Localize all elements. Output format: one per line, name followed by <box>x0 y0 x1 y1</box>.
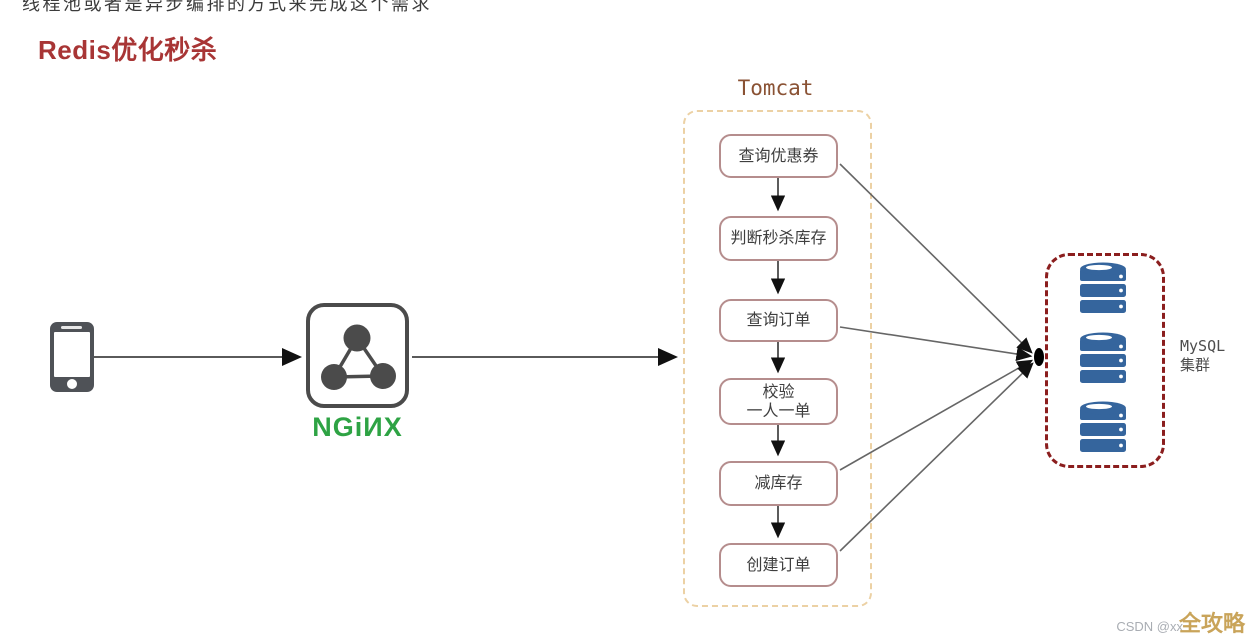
nginx-node <box>306 303 409 408</box>
phone-home-button-icon <box>67 379 77 389</box>
database-cylinder-icon <box>1080 401 1126 452</box>
mysql-label-line2: 集群 <box>1180 356 1211 374</box>
flow-step-label: 查询订单 <box>746 312 811 329</box>
watermark-prefix: CSDN @xx <box>1116 619 1183 634</box>
phone-screen <box>54 332 90 377</box>
flow-step-query-order: 查询订单 <box>719 299 838 342</box>
flow-step-label: 校验 一人一单 <box>746 383 811 420</box>
flow-step-label: 判断秒杀库存 <box>730 230 827 247</box>
page-title: Redis优化秒杀 <box>38 35 218 65</box>
flow-step-check-seckill-stock: 判断秒杀库存 <box>719 216 838 261</box>
database-cylinder-icon <box>1080 262 1126 313</box>
mysql-label-line1: MySQL <box>1180 337 1226 355</box>
truncated-note-text: 线程池或者是异步编排的方式来完成这个需求 <box>22 0 432 14</box>
database-cylinder-icon <box>1080 332 1126 383</box>
flow-step-create-order: 创建订单 <box>719 543 838 587</box>
tomcat-dashed-container <box>683 110 872 607</box>
arrowhead-cluster-blob <box>1034 348 1044 366</box>
phone-speaker <box>61 326 82 329</box>
watermark-brand: 全攻略 <box>1178 611 1245 636</box>
watermark: CSDN @xx 全攻略 <box>1116 606 1245 638</box>
tomcat-label: Tomcat <box>737 76 814 100</box>
flow-step-label: 创建订单 <box>746 556 811 574</box>
flow-step-verify-one-per-user: 校验 一人一单 <box>719 378 838 425</box>
smartphone-icon <box>50 322 94 392</box>
mysql-cluster-label: MySQL 集群 <box>1180 337 1225 375</box>
flow-step-label: 减库存 <box>754 475 803 492</box>
mysql-cluster-dashed-container <box>1045 253 1165 468</box>
flow-step-query-coupon: 查询优惠券 <box>719 134 838 178</box>
nginx-wordmark: NGiИX <box>312 412 403 442</box>
flow-step-label: 查询优惠券 <box>738 147 819 165</box>
nginx-triangle-icon <box>321 324 396 390</box>
flow-step-reduce-stock: 减库存 <box>719 461 838 506</box>
